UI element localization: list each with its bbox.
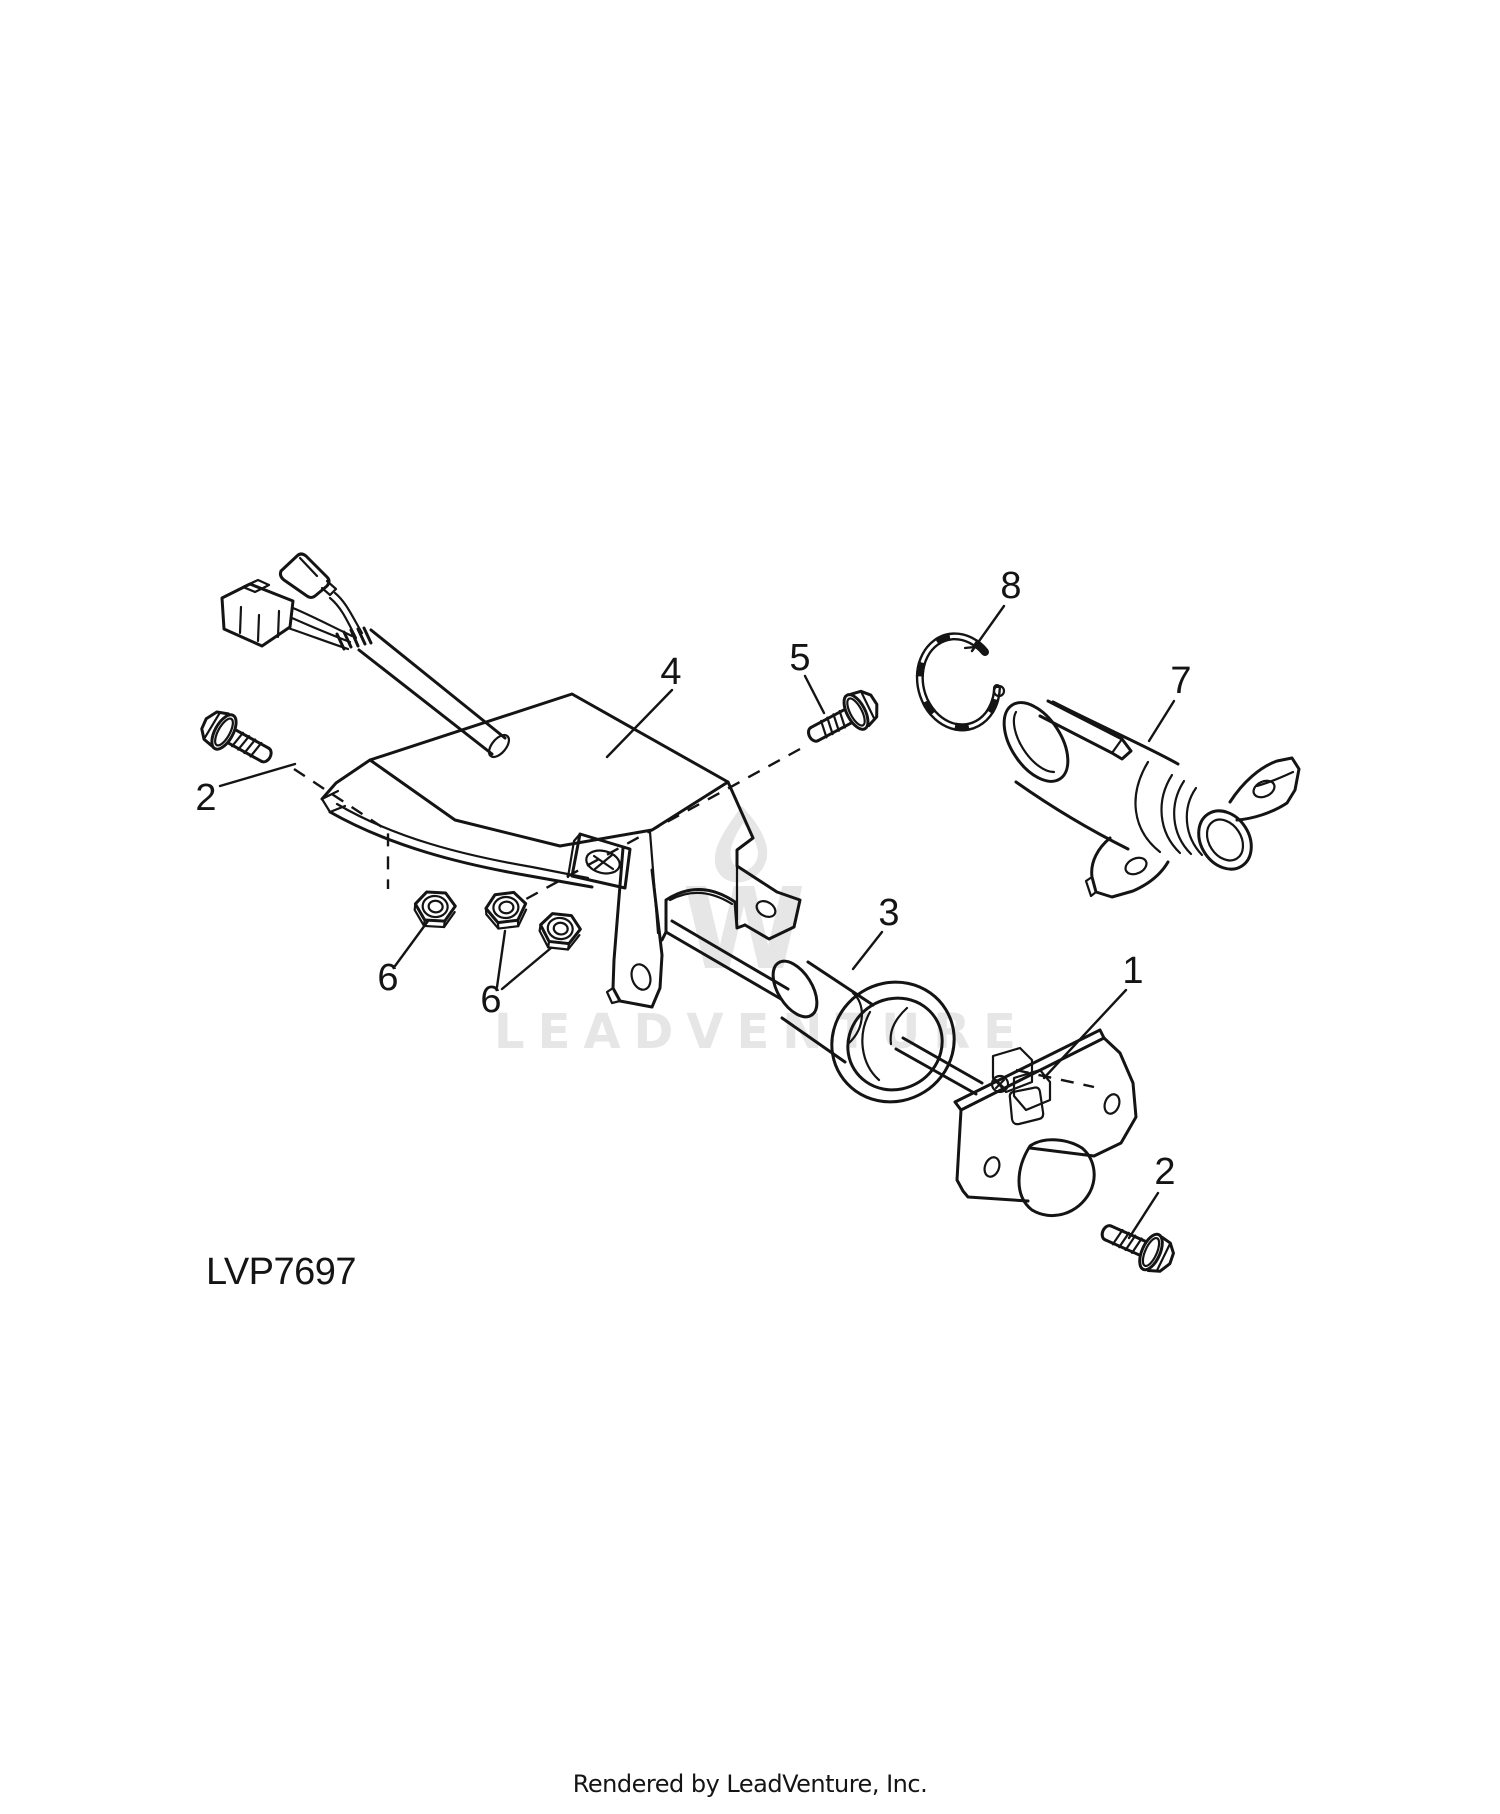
callout-2-lower: 2 (1127, 1151, 1176, 1240)
flange-nut-middle (483, 890, 529, 931)
callout-label: 2 (1154, 1151, 1175, 1193)
callout-label: 5 (789, 637, 810, 679)
callout-7: 7 (1147, 660, 1192, 743)
bolt-2-lower (1093, 1211, 1181, 1280)
callout-3: 3 (851, 892, 900, 971)
callout-2-upper: 2 (195, 762, 297, 819)
watermark-text: LEADVENTURE (494, 1004, 1029, 1060)
part-number-label: LVP7697 (206, 1251, 356, 1293)
callout-label: 6 (377, 957, 398, 999)
connector-receptacle (953, 1028, 1138, 1218)
bolt-2-upper (194, 703, 281, 776)
callout-label: 2 (195, 777, 216, 819)
mounting-bracket (320, 692, 802, 1009)
callout-label: 6 (480, 979, 501, 1021)
callout-6-pair: 6 (480, 929, 553, 1021)
bolt-5-alignment-line (516, 747, 801, 906)
snap-ring (915, 632, 1006, 732)
flange-nut-left (411, 888, 459, 931)
render-credit: Rendered by LeadVenture, Inc. (572, 1770, 928, 1798)
callout-1: 1 (1042, 950, 1144, 1080)
callout-8: 8 (970, 565, 1022, 653)
callout-label: 7 (1170, 660, 1191, 702)
bolt-5 (799, 683, 886, 755)
callout-label: 1 (1122, 950, 1143, 992)
harness-connector-bullet (278, 552, 331, 599)
callout-label: 4 (660, 651, 681, 693)
wire-harness (220, 552, 511, 759)
callout-4: 4 (605, 651, 682, 759)
bolt-2-upper-alignment-line (293, 767, 390, 889)
callout-label: 3 (878, 892, 899, 934)
callout-6-left: 6 (377, 919, 430, 999)
callout-5: 5 (789, 637, 826, 715)
callout-label: 8 (1000, 565, 1021, 607)
connector-housing (1002, 699, 1301, 899)
harness-cable (357, 628, 507, 756)
flange-nut-right (535, 909, 584, 954)
connector-plug (664, 919, 984, 1104)
